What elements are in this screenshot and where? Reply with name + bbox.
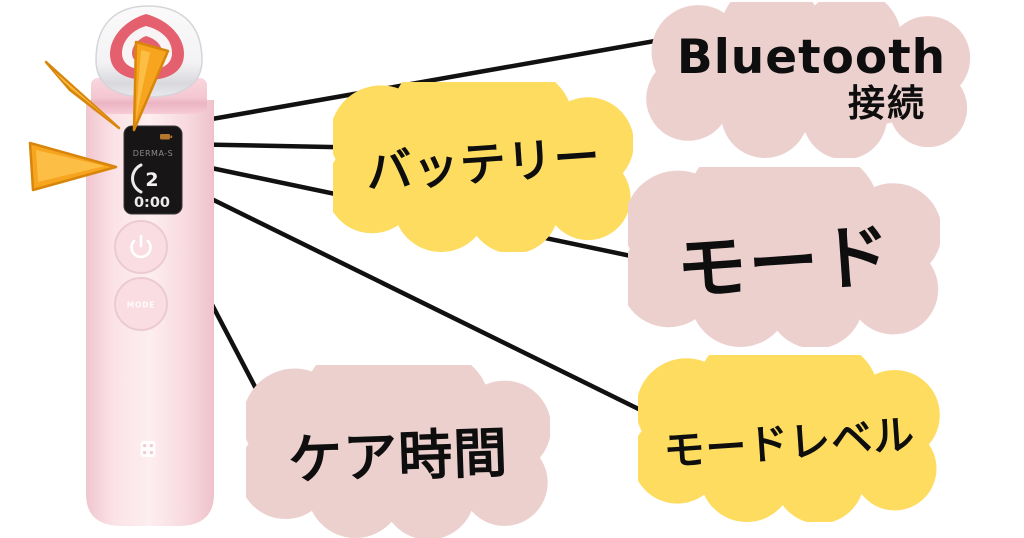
burst-triangle-icon (28, 141, 118, 192)
power-icon (130, 234, 152, 259)
callout-cloud-care-time: ケア時間 (238, 342, 552, 538)
attention-burst (28, 40, 170, 192)
device-screen: DERMA-S 2 0:00 (123, 125, 183, 215)
screen-device-name: DERMA-S (133, 149, 173, 158)
callout-label-bluetooth-line1: Bluetooth (676, 30, 947, 86)
callout-label-care-time: ケア時間 (287, 421, 510, 492)
callout-label-battery: バッテリー (363, 128, 602, 200)
callout-cloud-mode-level: モードレベル (632, 333, 940, 524)
mode-level-arc (131, 163, 143, 194)
cloud-shape (238, 342, 552, 538)
mode-button: MODE (114, 277, 168, 331)
callout-cloud-bluetooth: Bluetooth 接続 (645, 0, 978, 160)
screen-mode-level: 2 (145, 169, 158, 191)
cloud-shape (632, 333, 940, 526)
callout-label-mode-level: モードレベル (661, 409, 917, 476)
brand-logo-icon (140, 441, 156, 457)
callout-cloud-battery: バッテリー (326, 59, 634, 254)
burst-triangle-icon (132, 40, 170, 132)
callout-line-mode-level (170, 177, 668, 425)
callout-label-mode: モード (673, 214, 895, 311)
battery-icon (160, 134, 173, 140)
cloud-shape (620, 143, 942, 351)
cloud-shape (645, 0, 978, 162)
cloud-shape (326, 59, 634, 256)
callout-label-bluetooth-line2: 接続 (848, 82, 926, 126)
screen-care-time: 0:00 (134, 195, 170, 211)
mode-button-label: MODE (127, 301, 155, 310)
callout-cloud-mode: モード (620, 143, 942, 349)
burst-triangle-icon (44, 60, 121, 130)
power-button (114, 220, 168, 274)
